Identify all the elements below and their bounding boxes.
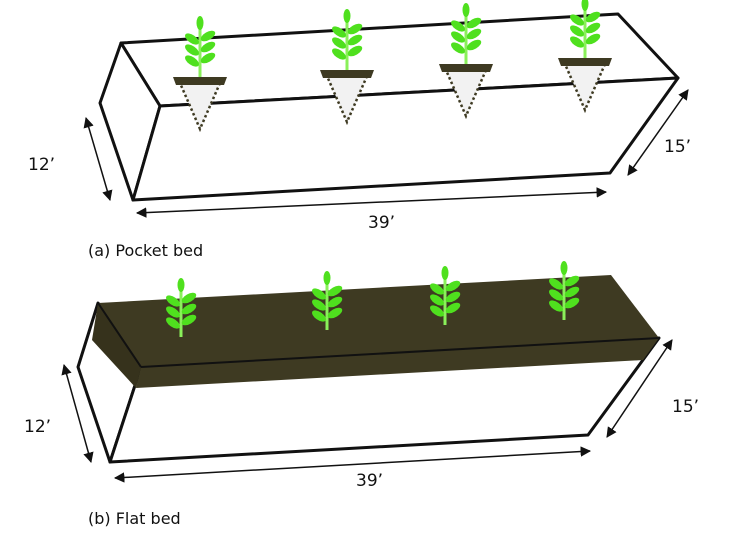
plant-leaf bbox=[166, 317, 180, 329]
pocket-bed-front-face bbox=[131, 76, 680, 202]
flat-bed-caption: (b) Flat bed bbox=[88, 509, 181, 528]
plant-leaf bbox=[332, 26, 346, 38]
plant-leaf bbox=[200, 30, 216, 42]
plant-leaf bbox=[332, 48, 346, 60]
plant-leaf bbox=[200, 52, 216, 64]
pocket-soil bbox=[558, 58, 612, 66]
plant-leaf bbox=[451, 31, 465, 43]
pocket-height-label: 12’ bbox=[28, 155, 55, 175]
plant-leaf bbox=[312, 310, 326, 322]
plant-leaf bbox=[185, 44, 199, 56]
plant-leaf bbox=[451, 42, 465, 54]
plant-icon bbox=[570, 0, 601, 58]
pocket-planter bbox=[439, 3, 493, 120]
plant-leaf bbox=[312, 299, 326, 311]
flat-width-arrow bbox=[606, 339, 673, 438]
plant-icon bbox=[332, 9, 363, 70]
plant-leaf bbox=[185, 33, 199, 45]
plant-leaf bbox=[166, 295, 180, 307]
plant-leaf bbox=[445, 302, 461, 314]
plant-icon bbox=[185, 16, 216, 77]
plant-leaf bbox=[445, 280, 461, 292]
plant-leaf bbox=[585, 22, 601, 34]
pocket-soil bbox=[173, 77, 227, 85]
pocket-height-arrow bbox=[83, 116, 113, 202]
plant-leaf bbox=[181, 292, 197, 304]
plant-leaf bbox=[332, 37, 346, 49]
flat-plants bbox=[166, 261, 580, 337]
plant-leaf bbox=[466, 39, 482, 51]
plant-leaf bbox=[327, 285, 343, 297]
plant-leaf bbox=[327, 296, 343, 308]
plant-leaf bbox=[347, 34, 363, 46]
plant-leaf bbox=[549, 289, 563, 301]
plant-leaf bbox=[177, 278, 185, 292]
plant-icon bbox=[312, 271, 343, 330]
plant-leaf bbox=[185, 55, 199, 67]
flat-height-arrow bbox=[61, 363, 94, 464]
plant-leaf bbox=[549, 300, 563, 312]
plant-icon bbox=[549, 261, 580, 320]
plant-leaf bbox=[581, 0, 589, 11]
plant-leaf bbox=[570, 36, 584, 48]
plant-leaf bbox=[445, 291, 461, 303]
pocket-bed-caption: (a) Pocket bed bbox=[88, 241, 203, 260]
plant-leaf bbox=[323, 271, 331, 285]
plant-leaf bbox=[430, 283, 444, 295]
plant-leaf bbox=[343, 9, 351, 23]
plant-leaf bbox=[462, 3, 470, 17]
plant-leaf bbox=[430, 305, 444, 317]
pocket-planter bbox=[320, 9, 374, 126]
pocket-soil bbox=[320, 70, 374, 78]
flat-length-label: 39’ bbox=[356, 471, 383, 491]
flat-height-label: 12’ bbox=[24, 417, 51, 437]
plant-leaf bbox=[347, 23, 363, 35]
pocket-planter bbox=[558, 0, 612, 114]
plant-leaf bbox=[560, 261, 568, 275]
pocket-soil bbox=[439, 64, 493, 72]
plant-leaf bbox=[181, 314, 197, 326]
pocket-width-arrow bbox=[627, 89, 689, 176]
plant-leaf bbox=[564, 286, 580, 298]
soil-top-face bbox=[98, 275, 659, 367]
plant-leaf bbox=[585, 11, 601, 23]
pocket-bed bbox=[98, 12, 680, 202]
flat-width-label: 15’ bbox=[672, 397, 699, 417]
plant-leaf bbox=[549, 278, 563, 290]
plant-icon bbox=[451, 3, 482, 64]
plant-leaf bbox=[585, 33, 601, 45]
plant-leaf bbox=[451, 20, 465, 32]
pocket-width-label: 15’ bbox=[664, 137, 691, 157]
plant-leaf bbox=[466, 28, 482, 40]
plant-leaf bbox=[196, 16, 204, 30]
flat-bed bbox=[76, 275, 661, 464]
plant-leaf bbox=[327, 307, 343, 319]
plant-leaf bbox=[564, 275, 580, 287]
plant-leaf bbox=[570, 14, 584, 26]
soil-left-face bbox=[92, 303, 141, 388]
flat-length-arrow bbox=[113, 446, 592, 483]
plant-leaf bbox=[564, 297, 580, 309]
soil-front-face bbox=[136, 338, 659, 388]
plant-leaf bbox=[181, 303, 197, 315]
plant-leaf bbox=[312, 288, 326, 300]
plant-leaf bbox=[166, 306, 180, 318]
plant-leaf bbox=[200, 41, 216, 53]
plant-leaf bbox=[430, 294, 444, 306]
pocket-length-label: 39’ bbox=[368, 213, 395, 233]
pocket-length-arrow bbox=[135, 187, 608, 218]
pocket-plants bbox=[173, 0, 612, 133]
pocket-planter bbox=[173, 16, 227, 133]
plant-icon bbox=[166, 278, 197, 337]
plant-leaf bbox=[570, 25, 584, 37]
plant-leaf bbox=[347, 45, 363, 57]
plant-leaf bbox=[441, 266, 449, 280]
plant-icon bbox=[430, 266, 461, 325]
plant-leaf bbox=[466, 17, 482, 29]
